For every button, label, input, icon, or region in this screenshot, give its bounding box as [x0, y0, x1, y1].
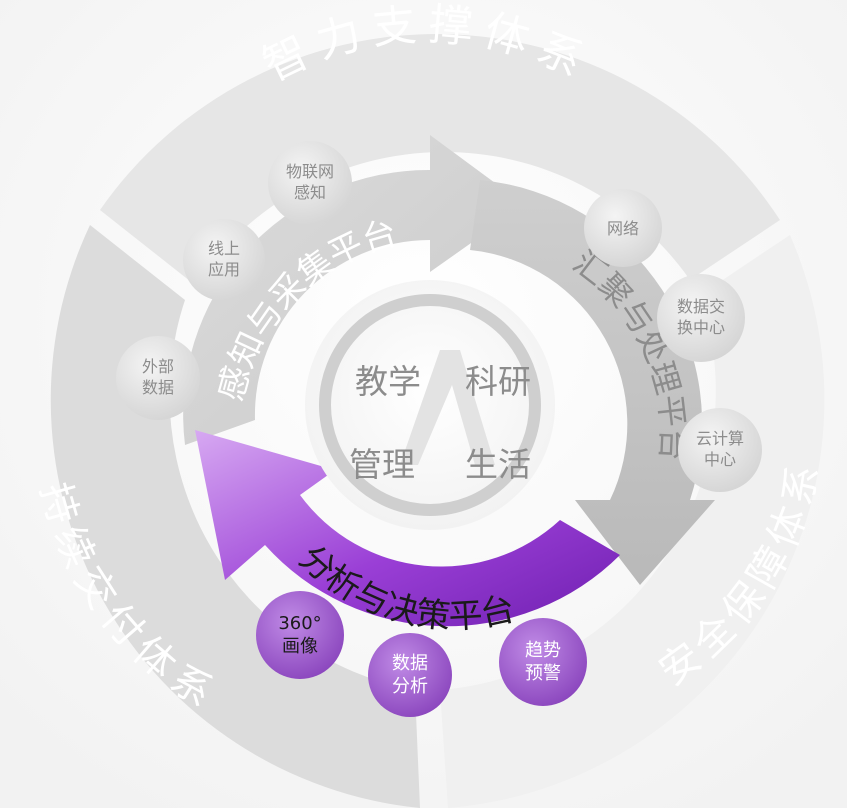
node-exchange: 数据交 换中心: [657, 274, 745, 362]
svg-text:分析: 分析: [392, 676, 428, 697]
center-hub: 教学 科研 管理 生活: [305, 280, 555, 530]
svg-text:数据: 数据: [142, 378, 174, 397]
node-online: 线上 应用: [183, 219, 265, 301]
svg-text:换中心: 换中心: [677, 318, 725, 337]
arrow-perception: [183, 135, 525, 445]
svg-text:画像: 画像: [282, 636, 318, 657]
ring-segment-right: [440, 235, 825, 808]
node-trend: 趋势 预警: [499, 618, 587, 706]
person-glyph-icon: [400, 350, 495, 465]
center-text-life: 生活: [465, 445, 531, 484]
svg-text:应用: 应用: [208, 260, 240, 279]
center-text-management: 管理: [349, 445, 415, 484]
svg-text:预警: 预警: [525, 663, 561, 684]
arrow-aggregation: [470, 180, 715, 585]
node-portrait: 360° 画像: [256, 591, 344, 679]
node-cloud: 云计算 中心: [678, 408, 762, 492]
center-ring: [319, 294, 541, 516]
svg-text:线上: 线上: [208, 239, 240, 258]
node-network: 网络: [584, 189, 662, 267]
svg-text:外部: 外部: [142, 357, 174, 376]
svg-text:物联网: 物联网: [286, 162, 334, 181]
node-iot: 物联网 感知: [268, 141, 352, 225]
center-text-research: 科研: [465, 362, 531, 401]
node-data-analysis: 数据 分析: [368, 633, 452, 717]
svg-text:数据: 数据: [392, 653, 428, 674]
node-external: 外部 数据: [116, 336, 200, 420]
svg-text:云计算: 云计算: [696, 429, 744, 448]
svg-text:趋势: 趋势: [525, 640, 561, 661]
svg-text:网络: 网络: [607, 219, 639, 238]
arrow-analysis: [195, 430, 620, 627]
svg-text:中心: 中心: [704, 450, 736, 469]
svg-text:360°: 360°: [278, 613, 321, 634]
center-text-teaching: 教学: [355, 362, 421, 401]
svg-text:感知: 感知: [294, 183, 326, 202]
ring-segment-top: [100, 34, 780, 286]
svg-text:数据交: 数据交: [677, 297, 725, 316]
